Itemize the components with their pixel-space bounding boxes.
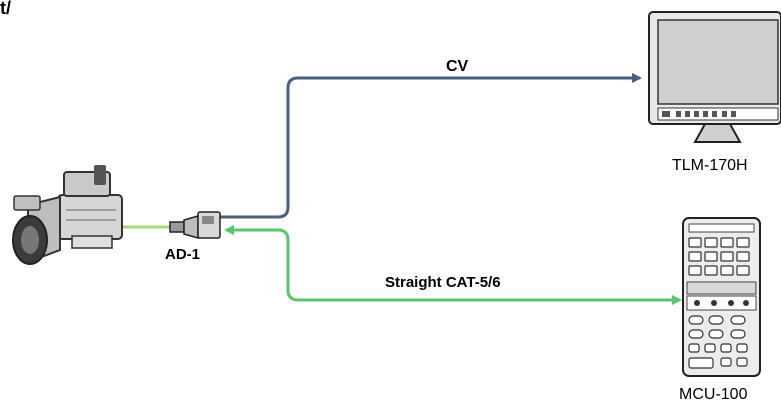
corner-mark: t/: [0, 0, 11, 18]
monitor-icon: [648, 11, 781, 143]
controller-label: MCU-100: [679, 386, 748, 403]
adapter-icon: [169, 211, 221, 239]
cat-cable-line: [224, 225, 682, 305]
cat-label: Straight CAT-5/6: [385, 274, 501, 291]
cv-label: CV: [446, 58, 469, 75]
monitor-label: TLM-170H: [672, 157, 748, 174]
adapter-label: AD-1: [165, 246, 200, 263]
camera-icon: [12, 165, 123, 265]
cv-cable-line: [220, 73, 642, 219]
controller-icon: [682, 217, 761, 377]
